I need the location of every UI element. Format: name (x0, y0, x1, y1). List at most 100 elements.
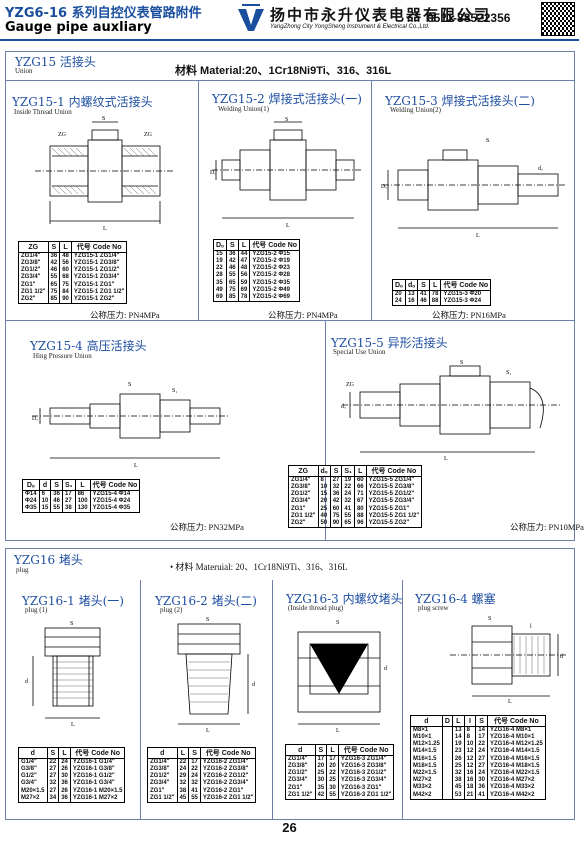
table-cell: YZG15-2 Φ28 (249, 272, 301, 280)
yzg16-panel (5, 548, 575, 820)
yzg15-row-divider (5, 320, 575, 321)
table-cell: 12 (463, 762, 477, 770)
table-header-cell: L (176, 747, 190, 759)
table-cell: 22 (326, 770, 339, 778)
yzg15-4-dim-s: S (128, 382, 131, 388)
table-cell: 32 (46, 780, 60, 788)
table-cell: 15 (317, 491, 331, 499)
company-name-en: YangZhong City YongSheng Instrument & El… (270, 24, 430, 30)
table-cell: 20 (317, 498, 331, 506)
table-cell: 41 (475, 791, 488, 800)
yzg15-1-pressure: 公称压力: PN4MPa (90, 310, 160, 320)
table-cell: Φ14 (22, 490, 40, 498)
yzg15-2-dim-d0: Dₒ (210, 170, 216, 176)
yzg15-4-drawing: S S₁ Dₒ L (32, 382, 228, 469)
table-cell: 36 (58, 780, 71, 788)
table-cell: 24 (188, 773, 201, 781)
table-cell: 35 (314, 784, 328, 792)
phone-number: 0511-88522356 (427, 11, 511, 25)
table-cell (441, 777, 453, 785)
table-cell: 88 (428, 298, 442, 306)
table-cell: 30 (58, 773, 71, 781)
table-cell: ZG3/8" (18, 260, 49, 268)
table-cell: 41 (341, 505, 355, 513)
table-cell: 25 (451, 762, 465, 770)
table-cell: YZG16-4 M22×1.5 (486, 769, 546, 778)
table-cell: 78 (428, 290, 442, 298)
table-cell: ZG1/4" (288, 476, 319, 484)
table-cell: 30 (326, 784, 339, 792)
table-cell: 42 (314, 791, 328, 800)
yzg16-col-divider-1 (140, 580, 141, 820)
table-header-cell: d (18, 747, 48, 759)
table-cell: YZG16-2 ZG3/8" (199, 766, 257, 774)
yzg15-3-dim-d0: Dₒ (381, 184, 387, 190)
table-cell: 27 (62, 498, 76, 506)
table-cell: YZG15-2 Φ15 (249, 250, 301, 258)
table-cell: G3/8" (18, 766, 48, 774)
table-cell: 88 (353, 512, 367, 520)
yzg15-col-divider-1 (198, 80, 199, 320)
table-cell: 32 (176, 780, 190, 788)
table-cell: 78 (237, 293, 251, 302)
table-cell: 100 (74, 498, 91, 506)
table-cell: 24 (341, 491, 355, 499)
table-cell: 130 (74, 505, 91, 514)
table-cell: 16 (463, 769, 477, 778)
table-cell: 12 (463, 748, 477, 756)
yzg15-2-pressure: 公称压力: PN4MPa (268, 310, 338, 320)
yzg16-2-dim-s: S (206, 617, 209, 623)
table-cell: 8 (317, 476, 331, 484)
table-cell: 56 (237, 272, 251, 280)
table-cell: G1/2" (18, 773, 48, 781)
yzg16-title-en: plug (16, 566, 29, 574)
yzg16-1-dim-s: S (70, 621, 73, 627)
table-cell: 42 (225, 258, 239, 266)
table-cell: M33×2 (410, 784, 443, 792)
table-cell: M14×1.5 (410, 748, 443, 756)
table-cell: 75 (225, 286, 239, 294)
table-cell: 36 (50, 490, 63, 498)
table-cell: 27 (46, 773, 60, 781)
yzg15-1-title: YZG15-1 内螺纹式活接头 (12, 95, 153, 109)
yzg15-1-dim-zg-left: ZG (58, 132, 67, 138)
table-cell: 69 (213, 293, 227, 302)
table-cell: M16×1.5 (410, 755, 443, 763)
table-cell: M20×1.5 (18, 787, 48, 795)
table-cell: 22 (213, 265, 227, 273)
table-cell: 46 (225, 265, 239, 273)
table-header-cell: ZG (288, 465, 319, 477)
table-cell: YZG15-5 ZG1/2" (365, 491, 423, 499)
table-cell: YZG16-3 ZG3/8" (337, 763, 395, 771)
table-cell: 18 (463, 784, 477, 792)
table-cell: YZG15-4 Φ14 (89, 490, 141, 498)
table-cell (441, 791, 453, 800)
table-header-cell: S (47, 241, 61, 253)
table-cell: 25 (314, 770, 328, 778)
table-header-cell: Dₒ (392, 279, 406, 291)
table-cell (441, 734, 453, 742)
table-cell: ZG1/2" (285, 770, 316, 778)
table-cell: 26 (58, 766, 71, 774)
